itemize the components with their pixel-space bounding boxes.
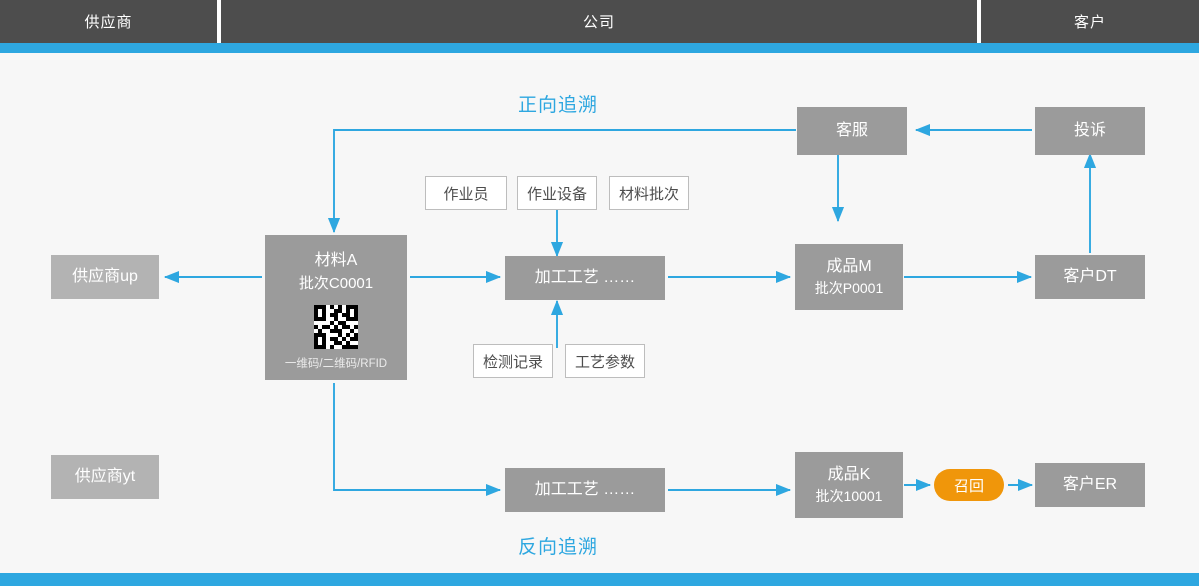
chip-material-batch[interactable]: 材料批次 (609, 176, 689, 210)
header-column-supplier: 供应商 (0, 0, 217, 53)
header-column-company: 公司 (221, 0, 977, 53)
node-material-a[interactable]: 材料A 批次C0001 一维码/二维码/RFID (265, 235, 407, 380)
node-material-a-title: 材料A (314, 252, 358, 269)
chip-process-parameters[interactable]: 工艺参数 (565, 344, 645, 378)
header-column-customer-label: 客户 (1073, 14, 1106, 31)
chip-material-batch-label: 材料批次 (618, 185, 679, 203)
chip-operator[interactable]: 作业员 (425, 176, 507, 210)
node-process-top[interactable]: 加工工艺 …… (505, 256, 665, 300)
node-supplier-up-label: 供应商up (72, 268, 138, 286)
node-complaint[interactable]: 投诉 (1035, 107, 1145, 155)
node-product-k[interactable]: 成品K 批次10001 (795, 452, 903, 518)
chip-inspection-record-label: 检测记录 (482, 353, 543, 371)
node-supplier-up[interactable]: 供应商up (51, 255, 159, 299)
node-complaint-label: 投诉 (1073, 122, 1106, 140)
node-product-m-title: 成品M (826, 258, 872, 276)
node-customer-dt-label: 客户DT (1063, 268, 1117, 286)
node-product-k-batch: 批次10001 (815, 488, 883, 505)
chip-inspection-record[interactable]: 检测记录 (473, 344, 553, 378)
node-product-m[interactable]: 成品M 批次P0001 (795, 244, 903, 310)
node-customer-er-label: 客户ER (1062, 476, 1118, 494)
top-accent-bar (0, 43, 1199, 53)
node-recall-label: 召回 (953, 477, 984, 495)
diagram-connectors (163, 123, 1097, 497)
chip-equipment[interactable]: 作业设备 (517, 176, 597, 210)
node-process-bottom[interactable]: 加工工艺 …… (505, 468, 665, 512)
node-material-a-batch: 批次C0001 (298, 275, 374, 292)
bottom-accent-bar (0, 573, 1199, 586)
chip-equipment-label: 作业设备 (526, 185, 587, 203)
chip-process-parameters-label: 工艺参数 (574, 353, 635, 371)
node-process-bottom-label: 加工工艺 …… (534, 481, 636, 499)
header-column-company-label: 公司 (582, 14, 615, 31)
header-band: 供应商 公司 客户 (0, 0, 1199, 53)
node-supplier-yt[interactable]: 供应商yt (51, 455, 159, 499)
node-customer-dt[interactable]: 客户DT (1035, 255, 1145, 299)
node-process-top-label: 加工工艺 …… (534, 269, 636, 287)
node-supplier-yt-label: 供应商yt (74, 468, 136, 486)
node-product-m-batch: 批次P0001 (814, 280, 884, 297)
node-customer-service[interactable]: 客服 (797, 107, 907, 155)
chip-operator-label: 作业员 (443, 185, 489, 203)
forward-trace-title: 正向追溯 (518, 95, 599, 116)
node-customer-service-label: 客服 (835, 122, 868, 140)
node-product-k-title: 成品K (827, 466, 871, 484)
node-customer-er[interactable]: 客户ER (1035, 463, 1145, 507)
qr-code-icon (314, 304, 358, 349)
header-column-supplier-label: 供应商 (84, 14, 133, 31)
reverse-trace-title: 反向追溯 (518, 537, 599, 558)
header-column-customer: 客户 (981, 0, 1199, 53)
node-recall[interactable]: 召回 (934, 469, 1004, 501)
node-material-a-code-types: 一维码/二维码/RFID (284, 357, 388, 370)
diagram-canvas: 正向追溯 反向追溯 供应商up 供应商yt 材料A 批次C0001 (0, 53, 1199, 573)
